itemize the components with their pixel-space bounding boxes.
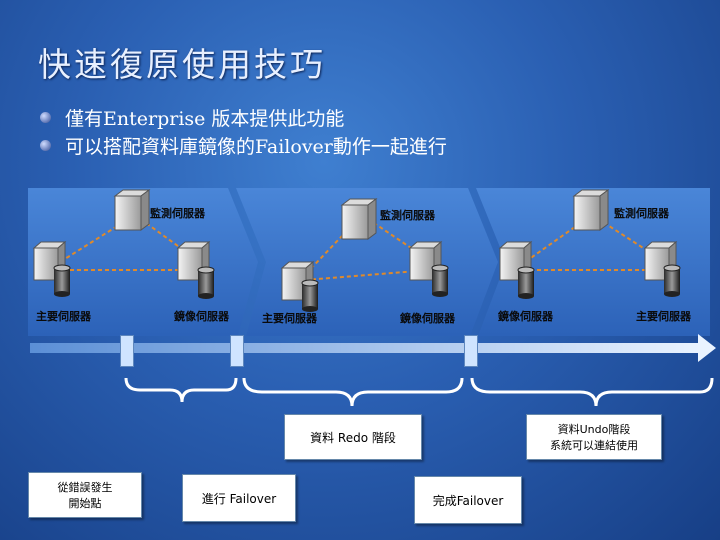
error-start-box: 從錯誤發生 開始點 xyxy=(28,472,142,518)
bullet-icon xyxy=(40,111,51,123)
panel-3-right-label: 主要伺服器 xyxy=(636,310,691,323)
bullet-text: 僅有Enterprise 版本提供此功能 xyxy=(65,107,345,130)
database-icon xyxy=(197,266,215,299)
page-title: 快速復原使用技巧 xyxy=(38,45,326,84)
undo-phase-line1: 資料Undo階段 xyxy=(557,423,631,436)
panel-1-left-label: 主要伺服器 xyxy=(36,310,91,323)
error-start-line2: 開始點 xyxy=(68,497,102,510)
panel-2-monitor-label: 監測伺服器 xyxy=(380,209,435,222)
database-icon xyxy=(301,279,319,312)
panel-1-monitor-label: 監測伺服器 xyxy=(150,207,205,220)
failover-label: 進行 Failover xyxy=(201,491,277,506)
panel-2-right-label: 鏡像伺服器 xyxy=(400,312,455,325)
bullet-item: 僅有Enterprise 版本提供此功能 xyxy=(40,103,447,131)
panel-1 xyxy=(28,188,258,336)
timeline-marker-start xyxy=(120,335,134,367)
timeline-arrow xyxy=(30,334,716,362)
database-icon xyxy=(431,264,449,297)
bracket-redo-main xyxy=(242,377,464,407)
panel-2-left-label: 主要伺服器 xyxy=(262,312,317,325)
server-icon xyxy=(572,189,610,231)
bracket-undo xyxy=(470,377,714,407)
failover-box: 進行 Failover xyxy=(182,474,296,522)
bullet-text: 可以搭配資料庫鏡像的Failover動作一起進行 xyxy=(65,135,447,158)
database-icon xyxy=(517,266,535,299)
panel-1-right-label: 鏡像伺服器 xyxy=(174,310,229,323)
panel-3-monitor-label: 監測伺服器 xyxy=(614,207,669,220)
timeline-marker-complete xyxy=(464,335,478,367)
database-icon xyxy=(53,264,71,297)
database-icon xyxy=(663,264,681,297)
bullet-list: 僅有Enterprise 版本提供此功能 可以搭配資料庫鏡像的Failover動… xyxy=(40,103,447,159)
redo-phase-box: 資料 Redo 階段 xyxy=(284,414,422,460)
timeline-marker-failover xyxy=(230,335,244,367)
undo-phase-box: 資料Undo階段 系統可以連結使用 xyxy=(526,414,662,460)
undo-phase-line2: 系統可以連結使用 xyxy=(550,439,638,452)
panel-3-left-label: 鏡像伺服器 xyxy=(498,310,553,323)
bullet-item: 可以搭配資料庫鏡像的Failover動作一起進行 xyxy=(40,131,447,159)
error-start-line1: 從錯誤發生 xyxy=(57,481,113,494)
bracket-redo xyxy=(124,377,238,403)
server-icon xyxy=(340,198,378,240)
complete-failover-label: 完成Failover xyxy=(432,493,504,508)
server-icon xyxy=(113,189,151,231)
bullet-icon xyxy=(40,139,51,151)
panel-3 xyxy=(476,188,710,336)
redo-phase-label: 資料 Redo 階段 xyxy=(310,430,396,445)
complete-failover-box: 完成Failover xyxy=(414,476,522,524)
